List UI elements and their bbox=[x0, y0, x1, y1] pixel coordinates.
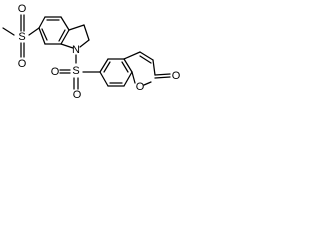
bond-ring-c3-double bbox=[121, 61, 129, 73]
bond-ring-a1 bbox=[38, 16, 46, 29]
atom-label-sulfonyl-o-left: O bbox=[51, 66, 60, 78]
atom-sulfone-s: S bbox=[18, 31, 25, 43]
atom-sulfonyl-o-bottom: O bbox=[73, 89, 82, 101]
bond-ring-a6-double bbox=[41, 28, 48, 41]
bond-ring-d5 bbox=[131, 71, 136, 84]
atom-ring-o: O bbox=[136, 81, 145, 93]
bond-carbonyl bbox=[154, 73, 171, 76]
bond-ring-b1 bbox=[68, 24, 85, 31]
atom-sulfone-o-top: O bbox=[18, 3, 27, 15]
atom-sulfonyl-o-left: O bbox=[51, 66, 60, 78]
atom-label-sulfone-o-top: O bbox=[18, 3, 27, 15]
atom-label-sulfone-s: S bbox=[18, 31, 25, 43]
bond-ring-d4 bbox=[143, 81, 152, 86]
atom-carbonyl-o: O bbox=[172, 70, 181, 82]
atom-sulfone-o-bottom: O bbox=[18, 58, 27, 70]
atom-label-ring-o: O bbox=[136, 81, 145, 93]
bond-methyl-sulfone bbox=[2, 27, 15, 36]
atom-label-sulfone-o-bottom: O bbox=[18, 58, 27, 70]
bond-ring-c3 bbox=[123, 58, 133, 73]
bond-sulfone-ring bbox=[28, 27, 40, 36]
atom-label-sulfonyl-o-bottom: O bbox=[73, 89, 82, 101]
bond-ring-b2 bbox=[83, 24, 90, 41]
bond-ring-a4-double bbox=[58, 29, 66, 42]
chemical-structure-diagram: S O O N S O O O O bbox=[2, 3, 181, 101]
atom-layer: S O O N S O O O O bbox=[18, 3, 181, 101]
bond-ring-d2-double bbox=[139, 55, 152, 64]
bond-ring-d2 bbox=[139, 51, 154, 61]
atom-label-n: N bbox=[72, 44, 80, 56]
bond-ring-a6 bbox=[38, 27, 46, 45]
atom-sulfonyl-s: S bbox=[72, 65, 79, 77]
bond-ring-d1 bbox=[123, 51, 141, 60]
atom-n-indoline: N bbox=[72, 44, 80, 56]
bond-ring-b3 bbox=[79, 39, 90, 48]
bond-ring-c1-double bbox=[103, 61, 111, 73]
bond-ring-a3 bbox=[60, 16, 70, 31]
bond-ring-c6 bbox=[99, 71, 109, 87]
atom-label-sulfonyl-s: S bbox=[72, 65, 79, 77]
bond-carbonyl-double bbox=[154, 76, 171, 79]
bond-ring-a4 bbox=[60, 29, 70, 45]
bond-ring-b4 bbox=[60, 43, 74, 49]
bond-ring-d3 bbox=[152, 59, 156, 76]
bond-ring-c1 bbox=[99, 58, 109, 73]
bond-ring-c4 bbox=[123, 71, 133, 87]
bond-layer bbox=[2, 14, 171, 90]
atom-label-carbonyl-o: O bbox=[172, 70, 181, 82]
